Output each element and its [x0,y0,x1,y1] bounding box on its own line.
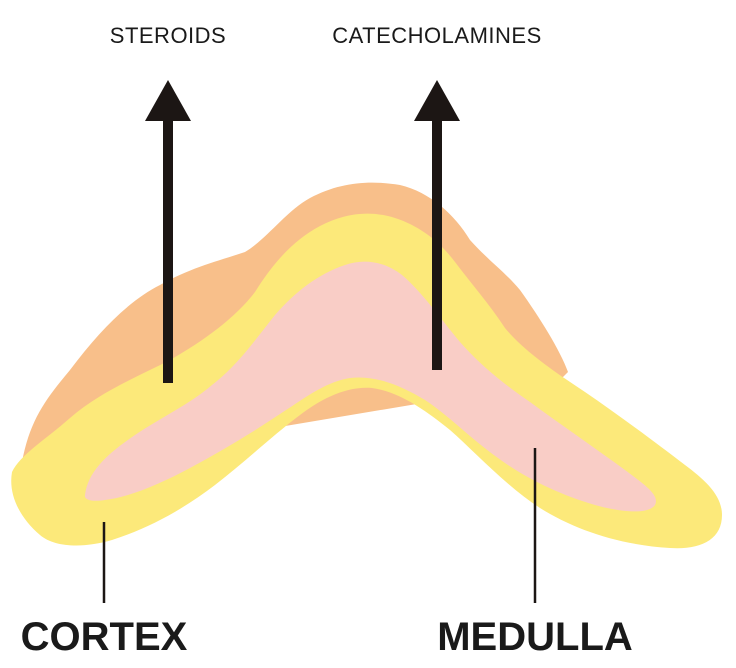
cortex-label: CORTEX [21,615,188,659]
steroids-arrow-head [145,80,191,121]
medulla-layer [84,261,656,512]
steroids-arrow [145,80,191,383]
medulla-label: MEDULLA [437,615,633,659]
catecholamines-arrow [414,80,460,370]
steroids-label: STEROIDS [110,23,226,48]
catecholamines-arrow-shaft [432,115,442,370]
catecholamines-arrow-head [414,80,460,121]
steroids-arrow-shaft [163,115,173,383]
catecholamines-label: CATECHOLAMINES [332,23,542,48]
